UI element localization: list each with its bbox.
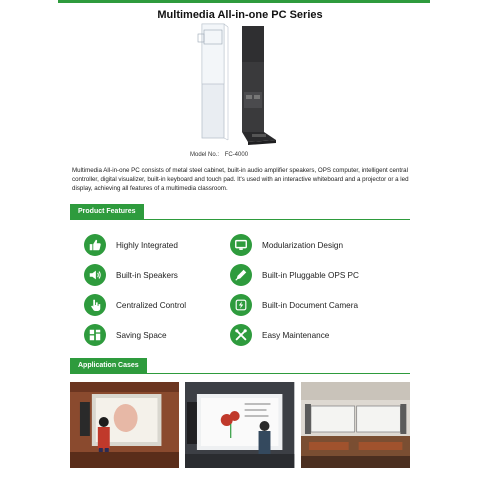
model-number: Model No.: FC-4000 — [190, 152, 252, 158]
case-photo-3 — [300, 382, 410, 468]
model-value: FC-4000 — [224, 152, 249, 158]
feature-centralized-control: Centralized Control — [84, 294, 186, 316]
hand-pointer-icon — [84, 294, 106, 316]
monitor-icon — [230, 234, 252, 256]
speaker-icon — [84, 264, 106, 286]
section-application-cases: Application Cases — [70, 358, 147, 373]
page-title: Multimedia All-in-one PC Series — [157, 9, 323, 21]
feature-built-in-document-camera: Built-in Document Camera — [230, 294, 358, 316]
product-image — [188, 22, 288, 148]
feature-built-in-speakers: Built-in Speakers — [84, 264, 178, 286]
lightning-icon — [230, 294, 252, 316]
feature-built-in-pluggable-ops-pc: Built-in Pluggable OPS PC — [230, 264, 359, 286]
application-cases-gallery — [70, 382, 410, 468]
pen-icon — [230, 264, 252, 286]
all-in-one-pc-illustration — [197, 23, 276, 145]
section-rule-features — [70, 219, 410, 220]
layout-icon — [84, 324, 106, 346]
thumbs-up-icon — [84, 234, 106, 256]
model-label: Model No.: — [190, 152, 220, 158]
header-rule — [58, 0, 430, 3]
case-photo-2 — [185, 382, 295, 468]
feature-highly-integrated: Highly Integrated — [84, 234, 178, 256]
feature-saving-space: Saving Space — [84, 324, 167, 346]
section-rule-cases — [70, 373, 410, 374]
feature-modularization-design: Modularization Design — [230, 234, 343, 256]
tools-icon — [230, 324, 252, 346]
case-photo-1 — [70, 382, 180, 468]
feature-easy-maintenance: Easy Maintenance — [230, 324, 329, 346]
product-description: Multimedia All-in-one PC consists of met… — [72, 167, 409, 192]
section-product-features: Product Features — [70, 204, 144, 219]
